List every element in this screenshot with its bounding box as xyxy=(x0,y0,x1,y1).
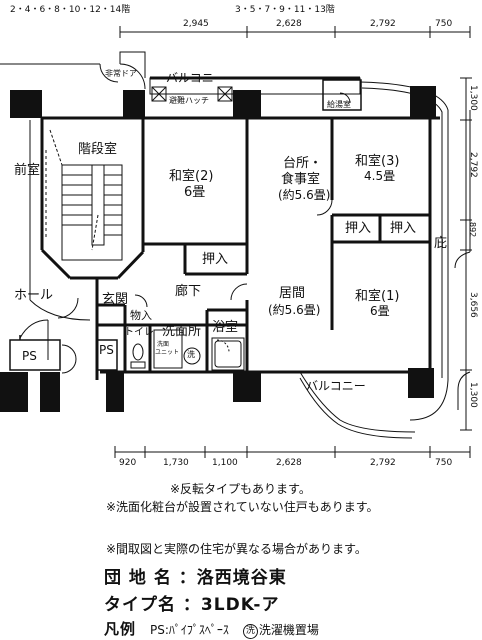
water-heater-label: 給湯室 xyxy=(327,100,351,109)
washer-symbol-icon: 洗 xyxy=(242,624,258,639)
washitsu1-size: 6畳 xyxy=(370,304,390,318)
note-reversed-type: ※反転タイプもあります。 xyxy=(170,482,311,496)
note-plan-differs: ※間取図と実際の住宅が異なる場合があります。 xyxy=(106,542,367,556)
washitsu1-label: 和室(1) xyxy=(355,289,400,304)
ps-outer-label: PS xyxy=(22,349,37,363)
dim-right-3: 892 xyxy=(468,222,477,238)
complex-label: 団 地 名 ： xyxy=(104,568,197,588)
washitsu3-label: 和室(3) xyxy=(355,154,400,169)
dim-right-1: 1,300 xyxy=(468,85,478,111)
balcony-top-label: バルコニー xyxy=(166,71,226,85)
washer-mark: 洗 xyxy=(187,350,195,359)
floors-right-label: 3・5・7・9・11・13階 xyxy=(235,5,335,15)
legend-title: 凡例 xyxy=(104,620,137,638)
washroom-label: 洗面所 xyxy=(162,324,202,339)
legend: 凡例 PS:ﾊﾟｲﾌﾟｽﾍﾟｰｽ 洗洗濯機置場 xyxy=(104,622,319,639)
kitchen-label-1: 台所・ xyxy=(283,156,323,171)
closet-c-label: 押入 xyxy=(390,221,417,236)
dresser-label-1: 洗面 xyxy=(157,341,170,348)
hall-label: ホール xyxy=(14,288,54,303)
dresser-label-2: ユニット xyxy=(155,349,180,356)
type-name: 3LDK-ア xyxy=(200,595,280,615)
floors-left-label: 2・4・6・8・10・12・14階 xyxy=(10,5,131,15)
complex-name: 洛西境谷東 xyxy=(196,568,287,588)
eaves-label: 庇 xyxy=(434,236,448,251)
complex-name-row: 団 地 名 ：洛西境谷東 xyxy=(104,570,287,587)
floor-plan: 2・4・6・8・10・12・14階 3・5・7・9・11・13階 2,945 2… xyxy=(0,5,478,468)
dim-right-2: 2,792 xyxy=(468,152,478,178)
washitsu3-size: 4.5畳 xyxy=(364,169,396,183)
dim-bottom-6: 750 xyxy=(435,458,453,468)
legend-washer: 洗濯機置場 xyxy=(258,623,319,637)
toilet-label: トイレ xyxy=(124,327,154,338)
dim-bottom-3: 1,100 xyxy=(212,458,238,468)
legend-ps: PS:ﾊﾟｲﾌﾟｽﾍﾟｰｽ xyxy=(150,623,229,637)
corridor-label: 廊下 xyxy=(175,284,202,299)
dim-right-4: 3,656 xyxy=(468,292,478,318)
type-name-row: タイプ名 ：3LDK-ア xyxy=(104,597,279,614)
ps-inner-label: PS xyxy=(99,343,114,357)
storage-label: 物入 xyxy=(130,309,152,322)
balcony-bottom-label: バルコニー xyxy=(306,379,366,393)
living-size: (約5.6畳) xyxy=(268,303,321,317)
dim-bottom-2: 1,730 xyxy=(163,458,189,468)
dim-bottom-4: 2,628 xyxy=(276,458,302,468)
stair-room-label: 階段室 xyxy=(78,142,118,157)
kitchen-size: (約5.6畳) xyxy=(278,188,331,202)
front-room-label: 前室 xyxy=(14,163,41,178)
closet-b-label: 押入 xyxy=(345,221,372,236)
entrance-label: 玄関 xyxy=(102,292,129,307)
floor-plan-drawing xyxy=(0,26,472,458)
dim-top-3: 2,792 xyxy=(370,19,396,29)
washitsu2-size: 6畳 xyxy=(184,185,206,200)
evac-hatch-label: 避難ハッチ xyxy=(169,96,209,105)
dim-top-2: 2,628 xyxy=(276,19,302,29)
kitchen-label-2: 食事室 xyxy=(281,172,321,187)
type-label: タイプ名 ： xyxy=(104,595,201,615)
emergency-door-label: 非常ドア xyxy=(105,69,137,78)
closet-a-label: 押入 xyxy=(202,252,229,267)
washitsu2-label: 和室(2) xyxy=(169,169,214,184)
note-vanity: ※洗面化粧台が設置されていない住戸もあります。 xyxy=(106,500,379,514)
dim-bottom-5: 2,792 xyxy=(370,458,396,468)
dim-right-5: 1,300 xyxy=(468,382,478,408)
dim-top-4: 750 xyxy=(435,19,453,29)
dim-bottom-1: 920 xyxy=(119,458,137,468)
bath-label: 浴室 xyxy=(212,320,239,335)
dim-top-1: 2,945 xyxy=(183,19,209,29)
living-label: 居間 xyxy=(279,286,306,301)
